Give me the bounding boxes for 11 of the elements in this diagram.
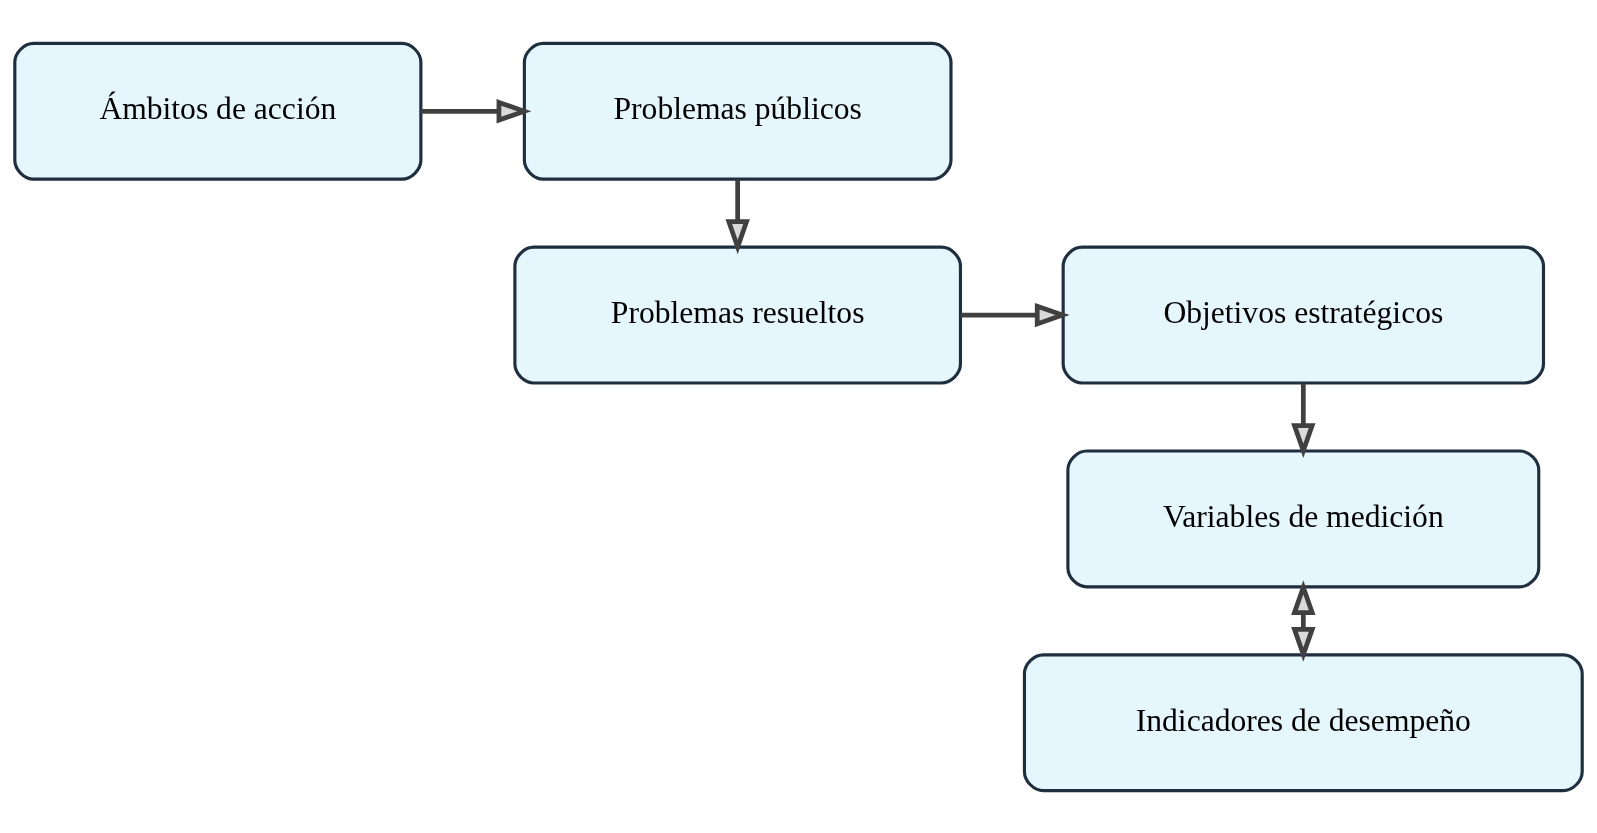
node-box: Objetivos estratégicos: [1061, 245, 1546, 385]
node-box: Indicadores de desempeño: [1022, 652, 1584, 792]
node-box: Ámbitos de acción: [13, 41, 423, 181]
arrow: [960, 302, 1070, 327]
arrow: [420, 98, 532, 123]
node-box: Variables de medición: [1066, 448, 1541, 588]
node-box: Problemas resueltos: [513, 245, 963, 385]
arrow: [1291, 383, 1316, 458]
arrow: [1291, 579, 1316, 662]
node-box: Problemas públicos: [522, 41, 953, 181]
arrow: [725, 179, 750, 254]
